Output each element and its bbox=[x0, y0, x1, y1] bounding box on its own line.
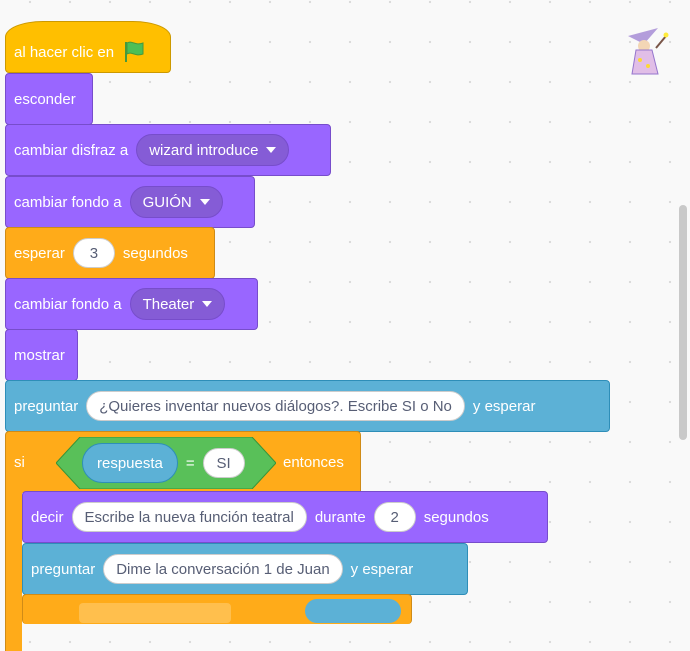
if-label: si bbox=[14, 454, 25, 471]
backdrop-value: Theater bbox=[142, 295, 195, 313]
answer-reporter[interactable]: respuesta bbox=[82, 443, 178, 483]
backdrop-value: GUIÓN bbox=[142, 193, 192, 211]
wizard-sprite-icon bbox=[628, 28, 669, 75]
ask-block-1[interactable]: preguntar ¿Quieres inventar nuevos diálo… bbox=[5, 380, 610, 432]
ask-question-input[interactable]: Dime la conversación 1 de Juan bbox=[103, 554, 343, 584]
switch-costume-block[interactable]: cambiar disfraz a wizard introduce bbox=[5, 124, 331, 176]
hide-label: esconder bbox=[14, 90, 76, 108]
switch-backdrop-block-1[interactable]: cambiar fondo a GUIÓN bbox=[5, 176, 255, 228]
switch-costume-label: cambiar disfraz a bbox=[14, 141, 129, 159]
switch-backdrop-label: cambiar fondo a bbox=[14, 295, 122, 313]
vertical-scrollbar[interactable] bbox=[679, 205, 687, 440]
equals-symbol: = bbox=[185, 454, 195, 472]
chevron-down-icon bbox=[199, 199, 210, 205]
ask-suffix: y esperar bbox=[472, 397, 536, 415]
partial-input-left bbox=[79, 603, 231, 623]
ask-block-2[interactable]: preguntar Dime la conversación 1 de Juan… bbox=[22, 543, 468, 595]
next-block-partial[interactable] bbox=[22, 594, 412, 624]
hide-block[interactable]: esconder bbox=[5, 73, 93, 125]
costume-dropdown[interactable]: wizard introduce bbox=[136, 134, 290, 166]
wait-suffix: segundos bbox=[122, 244, 188, 262]
if-block-arm bbox=[5, 491, 22, 651]
condition-value-input[interactable]: SI bbox=[202, 448, 245, 478]
costume-value: wizard introduce bbox=[149, 141, 259, 159]
wait-seconds-input[interactable]: 3 bbox=[72, 238, 115, 268]
ask-suffix: y esperar bbox=[350, 560, 414, 578]
hat-label: al hacer clic en bbox=[14, 43, 115, 61]
show-label: mostrar bbox=[14, 346, 65, 364]
say-label: decir bbox=[31, 508, 64, 526]
show-block[interactable]: mostrar bbox=[5, 329, 78, 381]
say-for-secs-block[interactable]: decir Escribe la nueva función teatral d… bbox=[22, 491, 548, 543]
wait-label: esperar bbox=[14, 244, 65, 262]
backdrop-dropdown[interactable]: Theater bbox=[129, 288, 226, 320]
switch-backdrop-label: cambiar fondo a bbox=[14, 193, 122, 211]
say-text-input[interactable]: Escribe la nueva función teatral bbox=[71, 502, 307, 532]
switch-backdrop-block-2[interactable]: cambiar fondo a Theater bbox=[5, 278, 258, 330]
ask-label: preguntar bbox=[14, 397, 79, 415]
say-suffix: segundos bbox=[423, 508, 489, 526]
chevron-down-icon bbox=[266, 147, 277, 153]
wait-block[interactable]: esperar 3 segundos bbox=[5, 227, 215, 279]
backdrop-dropdown[interactable]: GUIÓN bbox=[129, 186, 223, 218]
ask-question-input[interactable]: ¿Quieres inventar nuevos diálogos?. Escr… bbox=[86, 391, 465, 421]
chevron-down-icon bbox=[202, 301, 213, 307]
equals-operator-content: respuesta = SI bbox=[82, 441, 245, 485]
green-flag-icon bbox=[125, 41, 144, 62]
then-label: entonces bbox=[283, 454, 344, 471]
when-flag-clicked-block[interactable]: al hacer clic en bbox=[5, 21, 171, 73]
say-middle-label: durante bbox=[314, 508, 366, 526]
sprite-thumbnail[interactable] bbox=[614, 22, 670, 78]
say-seconds-input[interactable]: 2 bbox=[373, 502, 416, 532]
ask-label: preguntar bbox=[31, 560, 96, 578]
partial-reporter-right bbox=[305, 599, 401, 623]
